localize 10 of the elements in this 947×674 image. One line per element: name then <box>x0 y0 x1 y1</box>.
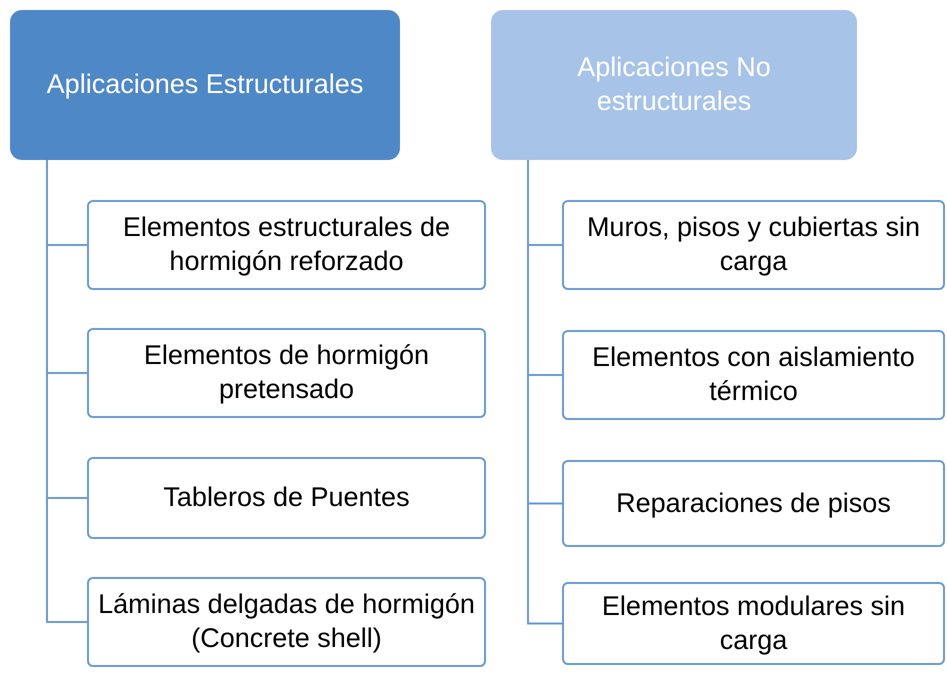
item-box: Elementos con aislamiento térmico <box>562 330 945 420</box>
item-box: Elementos de hormigón pretensado <box>87 328 486 418</box>
category-box: Aplicaciones Estructurales <box>10 10 400 160</box>
item-box: Muros, pisos y cubiertas sin carga <box>562 200 945 290</box>
item-box: Elementos modulares sin carga <box>562 582 945 665</box>
item-box: Reparaciones de pisos <box>562 460 945 547</box>
item-box: Tableros de Puentes <box>87 457 486 539</box>
item-box: Láminas delgadas de hormigón (Concrete shell) <box>87 577 486 667</box>
item-box: Elementos estructurales de hormigón reforzado <box>87 200 486 290</box>
category-box: Aplicaciones No estructurales <box>491 10 857 160</box>
